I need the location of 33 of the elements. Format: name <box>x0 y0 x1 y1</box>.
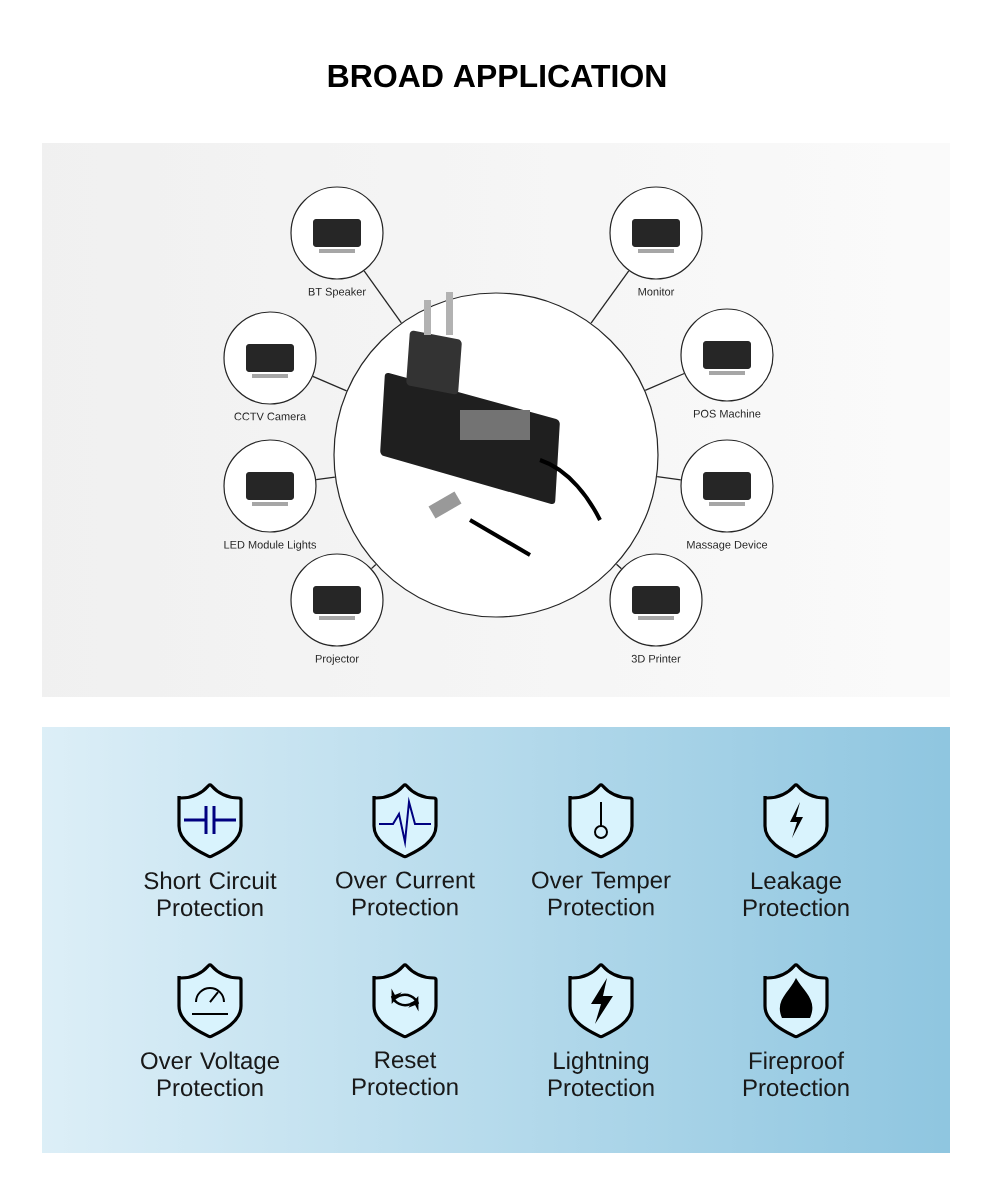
feature-label: Reset Protection <box>352 1051 458 1096</box>
device-circle <box>609 553 703 663</box>
device-circle <box>609 186 703 296</box>
feature-label: Over Current Protection <box>336 871 475 916</box>
connector-line <box>644 372 685 392</box>
connector-line <box>312 375 348 392</box>
connector-line <box>590 270 630 324</box>
feature-label: Short Circuit Protection <box>144 871 277 917</box>
connector-line <box>370 563 377 570</box>
device-circle <box>223 439 317 551</box>
device-label: LED Module Lights <box>224 540 317 551</box>
device-label: CCTV Camera <box>234 412 307 421</box>
feature-label: Lightning Protection <box>548 1051 654 1097</box>
feature-label: Leakage Protection <box>743 871 849 917</box>
device-label: Massage Device <box>687 540 768 551</box>
device-label: 3D Printer <box>631 654 681 663</box>
title: BROAD APPLICATION <box>328 64 666 88</box>
feature-label: Over Voltage Protection <box>141 1051 279 1097</box>
device-circle <box>290 186 384 298</box>
device-label: Monitor <box>638 287 675 296</box>
device-circle <box>680 439 774 551</box>
feature-label: Fireproof Protection <box>743 1051 849 1097</box>
connector-line <box>656 476 682 481</box>
device-circle <box>680 308 774 418</box>
feature-label: Over Temper Protection <box>532 871 671 916</box>
device-label: POS Machine <box>694 409 761 418</box>
connector-line <box>615 563 623 570</box>
connector-line <box>315 476 336 481</box>
device-label: BT Speaker <box>308 287 366 298</box>
device-circle <box>223 311 317 421</box>
connector-line <box>363 270 402 324</box>
device-circle <box>290 553 384 665</box>
device-label: Projector <box>315 654 359 665</box>
